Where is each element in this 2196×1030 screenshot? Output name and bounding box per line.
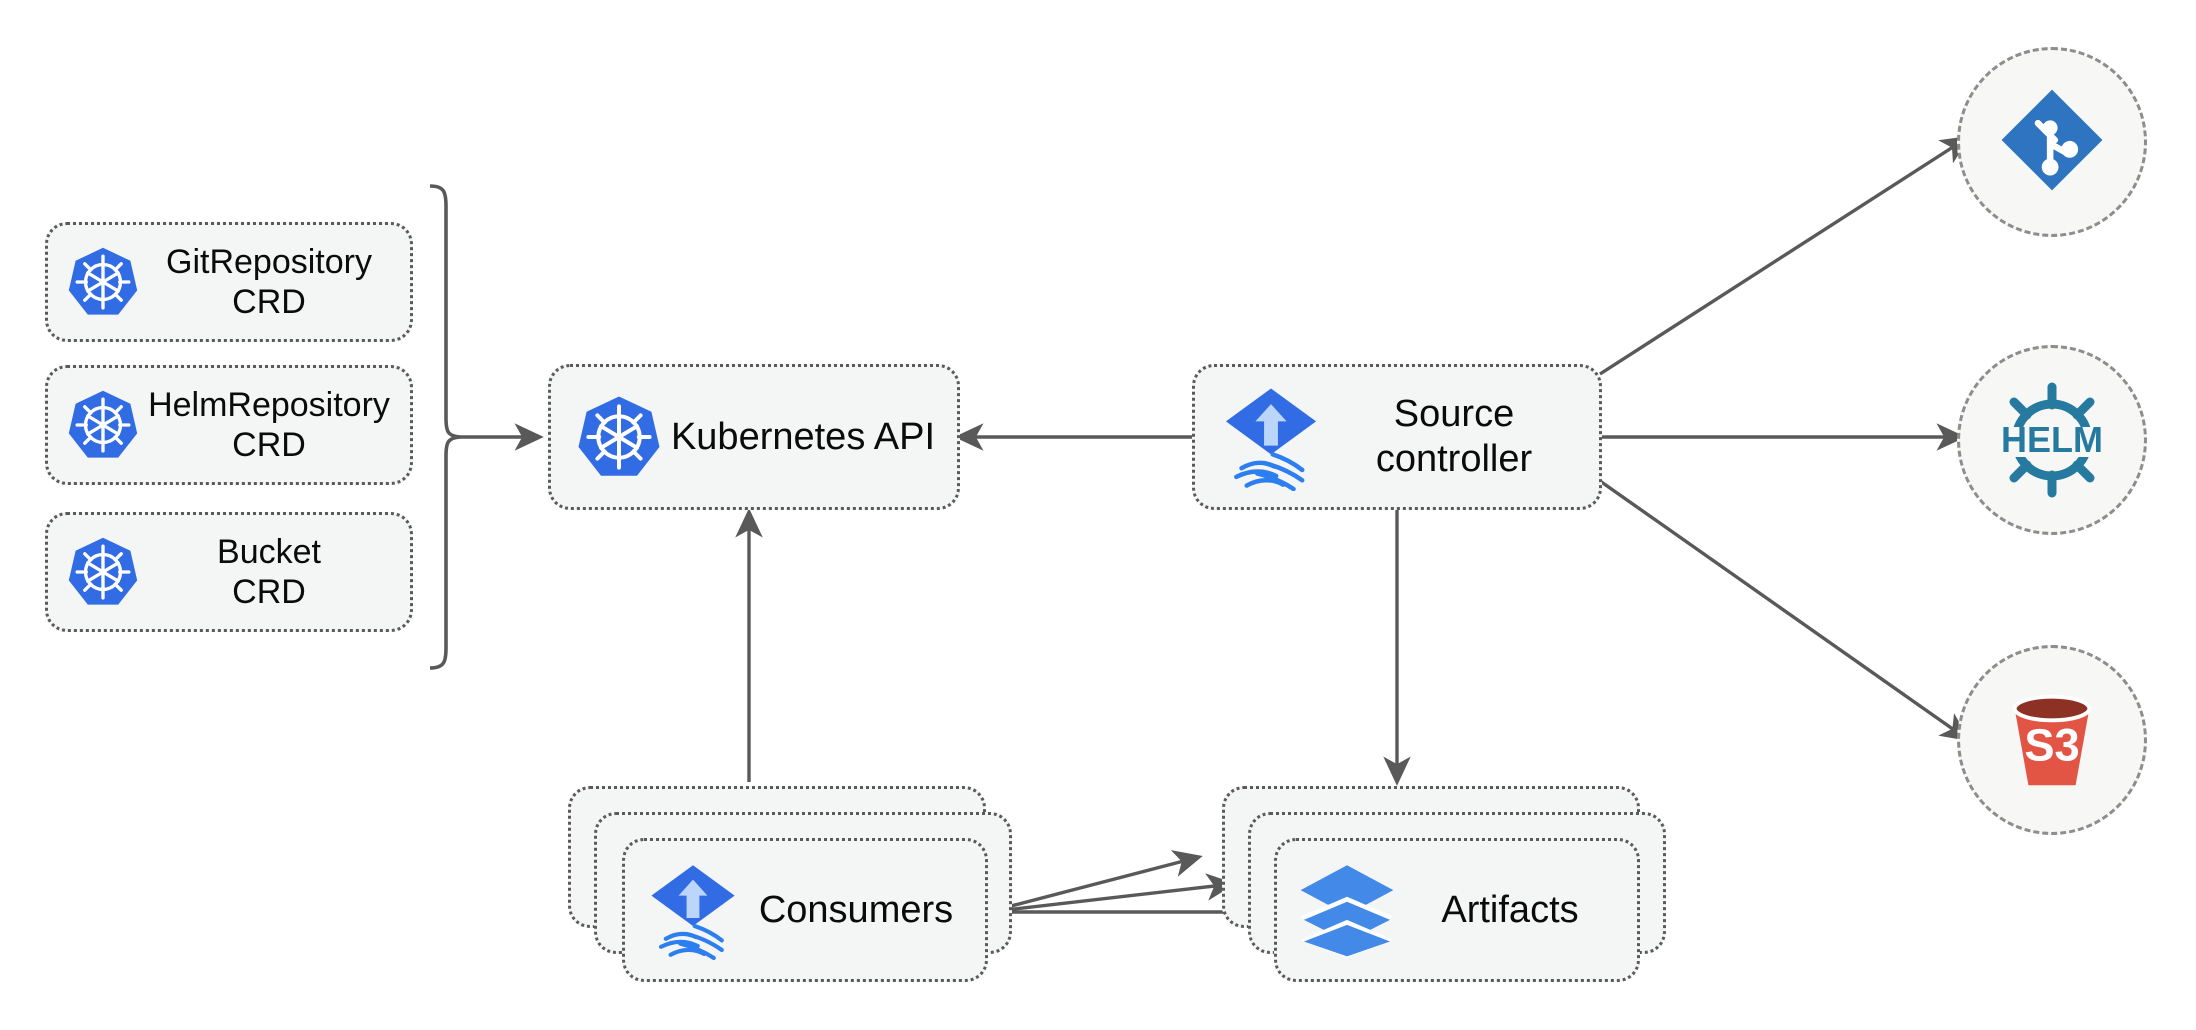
artifacts-label: Artifacts <box>1441 888 1579 931</box>
flux-icon <box>1217 382 1325 492</box>
kubernetes-api-label: Kubernetes API <box>670 415 936 458</box>
crd-card-label: HelmRepository CRD <box>148 385 390 464</box>
edge-source-to-git <box>1599 135 1971 376</box>
helm-icon: HELM <box>1987 375 2117 505</box>
git-source-circle[interactable] <box>1957 47 2147 237</box>
artifacts-node[interactable]: Artifacts <box>1274 838 1640 982</box>
git-icon <box>1996 84 2108 201</box>
crd-card-gitrepository[interactable]: GitRepository CRD <box>45 222 413 342</box>
edge-consumers-to-artifacts-1 <box>987 850 1203 914</box>
crd-card-label: Bucket CRD <box>217 532 321 611</box>
source-controller-label: Source controller <box>1375 393 1533 480</box>
layers-icon <box>1295 860 1399 960</box>
crd-card-label: GitRepository CRD <box>166 242 372 321</box>
s3-source-circle[interactable]: S3 <box>1957 645 2147 835</box>
crd-card-helmrepository[interactable]: HelmRepository CRD <box>45 365 413 485</box>
flux-icon <box>643 858 743 962</box>
edge-source-to-s3 <box>1599 479 1971 742</box>
kubernetes-icon <box>64 386 142 464</box>
s3-icon: S3 <box>1993 679 2111 802</box>
kubernetes-icon <box>64 243 142 321</box>
helm-source-circle[interactable]: HELM <box>1957 345 2147 535</box>
svg-text:S3: S3 <box>2024 719 2079 770</box>
crd-card-bucket[interactable]: Bucket CRD <box>45 512 413 632</box>
consumers-node[interactable]: Consumers <box>622 838 988 982</box>
kubernetes-icon <box>573 391 665 483</box>
source-controller-node[interactable]: Source controller <box>1192 364 1602 510</box>
edge-consumers-to-artifacts-2 <box>987 873 1236 914</box>
kubernetes-icon <box>64 533 142 611</box>
kubernetes-api-node[interactable]: Kubernetes API <box>548 364 960 510</box>
consumers-label: Consumers <box>758 888 954 931</box>
helm-label: HELM <box>2001 419 2103 460</box>
crd-group-brace <box>429 184 461 670</box>
